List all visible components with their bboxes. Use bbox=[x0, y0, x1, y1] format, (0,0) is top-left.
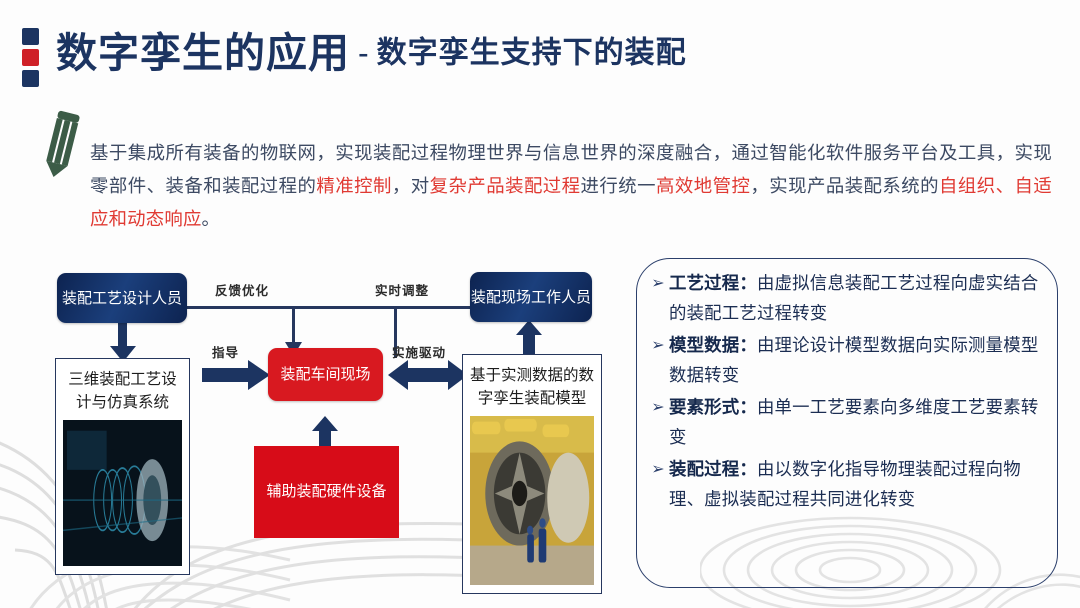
arrowhead-staff-to-system bbox=[110, 346, 136, 362]
para-highlight-4: 自组织、自适应和动态响应 bbox=[90, 175, 1052, 230]
list-item-title: 装配过程： bbox=[669, 459, 757, 479]
intro-paragraph: 基于集成所有装备的物联网，实现装配过程物理世界与信息世界的深度融合，通过智能化软… bbox=[90, 136, 1052, 235]
chevron-bullet-icon: ➢ bbox=[651, 399, 665, 416]
list-item[interactable]: ➢ 要素形式：由单一工艺要素向多维度工艺要素转变 bbox=[647, 393, 1039, 452]
connector-realtime-vertical bbox=[292, 306, 295, 346]
pencil-icon bbox=[42, 108, 82, 178]
page-title: 数字孪生的应用-数字孪生支持下的装配 bbox=[56, 33, 687, 74]
chevron-bullet-icon: ➢ bbox=[651, 275, 665, 292]
list-item-title: 模型数据： bbox=[669, 335, 757, 355]
node-twin-model-label: 基于实测数据的数字孪生装配模型 bbox=[469, 367, 594, 407]
page-title-dash: - bbox=[358, 35, 369, 71]
connector-feedback-vertical bbox=[394, 306, 397, 358]
connector-staff-to-system bbox=[118, 322, 127, 350]
node-workshop[interactable]: 装配车间现场 bbox=[268, 348, 383, 401]
title-mark-navy-top bbox=[22, 28, 39, 45]
assembly-flow-diagram: 反馈优化 实时调整 指导 实施驱动 装配工艺设计人员 bbox=[0, 250, 640, 605]
label-feedback: 反馈优化 bbox=[215, 284, 270, 298]
chevron-bullet-icon: ➢ bbox=[651, 337, 665, 354]
list-item-text: 装配过程：由以数字化指导物理装配过程向物理、虚拟装配过程共同进化转变 bbox=[669, 455, 1039, 514]
node-hardware[interactable]: 辅助装配硬件设备 bbox=[254, 446, 399, 538]
chevron-bullet-icon: ➢ bbox=[651, 461, 665, 478]
list-item-body: 由单一工艺要素向多维度工艺要素转变 bbox=[669, 397, 1039, 447]
arrow-model-to-staff bbox=[516, 320, 542, 354]
list-item[interactable]: ➢ 模型数据：由理论设计模型数据向实际测量模型数据转变 bbox=[647, 331, 1039, 390]
arrow-drive-bidirectional bbox=[388, 360, 468, 390]
title-mark-red bbox=[22, 49, 39, 66]
list-item-body: 由理论设计模型数据向实际测量模型数据转变 bbox=[669, 335, 1039, 385]
list-item-text: 模型数据：由理论设计模型数据向实际测量模型数据转变 bbox=[669, 331, 1039, 390]
list-item-title: 要素形式： bbox=[669, 397, 757, 417]
page-title-sub: 数字孪生支持下的装配 bbox=[376, 36, 687, 70]
para-highlight-1: 精准控制 bbox=[316, 175, 392, 197]
node-design-staff-label: 装配工艺设计人员 bbox=[61, 289, 182, 307]
list-item[interactable]: ➢ 装配过程：由以数字化指导物理装配过程向物理、虚拟装配过程共同进化转变 bbox=[647, 455, 1039, 514]
node-sim-system-label: 三维装配工艺设计与仿真系统 bbox=[68, 371, 177, 411]
digital-twin-engine-image bbox=[56, 414, 189, 574]
label-realtime: 实时调整 bbox=[375, 284, 430, 298]
key-points-list: ➢ 工艺过程：由虚拟信息装配工艺过程向虚实结合的装配工艺过程转变 ➢ 模型数据：… bbox=[647, 269, 1039, 514]
list-item[interactable]: ➢ 工艺过程：由虚拟信息装配工艺过程向虚实结合的装配工艺过程转变 bbox=[647, 269, 1039, 328]
node-field-staff[interactable]: 装配现场工作人员 bbox=[470, 272, 592, 322]
connector-feedback-horizontal bbox=[135, 306, 397, 309]
para-seg-4: ，实现产品装配系统的 bbox=[750, 175, 940, 197]
connector-realtime-horizontal bbox=[292, 306, 477, 309]
node-design-staff[interactable]: 装配工艺设计人员 bbox=[57, 273, 187, 323]
list-item-text: 工艺过程：由虚拟信息装配工艺过程向虚实结合的装配工艺过程转变 bbox=[669, 269, 1039, 328]
para-highlight-3: 高效地管控 bbox=[656, 175, 751, 197]
jet-engine-assembly-photo bbox=[463, 410, 601, 593]
arrow-hardware-to-workshop bbox=[312, 416, 338, 450]
node-twin-model[interactable]: 基于实测数据的数字孪生装配模型 bbox=[462, 354, 602, 594]
label-drive: 实施驱动 bbox=[392, 346, 447, 360]
para-seg-1: 基于集成所有装备的物联网，实现装配过程物理世界与信息世界的深度融合，通过智能化软… bbox=[90, 142, 1052, 197]
label-guide: 指导 bbox=[212, 346, 240, 360]
title-mark-navy-bottom bbox=[22, 70, 39, 87]
list-item-body: 由以数字化指导物理装配过程向物理、虚拟装配过程共同进化转变 bbox=[669, 459, 1021, 509]
para-seg-5: 。 bbox=[201, 208, 221, 230]
list-item-body: 由虚拟信息装配工艺过程向虚实结合的装配工艺过程转变 bbox=[669, 273, 1039, 323]
title-decoration-squares bbox=[22, 28, 39, 91]
list-item-text: 要素形式：由单一工艺要素向多维度工艺要素转变 bbox=[669, 393, 1039, 452]
node-sim-system[interactable]: 三维装配工艺设计与仿真系统 bbox=[55, 358, 190, 575]
para-highlight-2: 复杂产品装配过程 bbox=[429, 175, 581, 197]
key-points-panel: ➢ 工艺过程：由虚拟信息装配工艺过程向虚实结合的装配工艺过程转变 ➢ 模型数据：… bbox=[636, 258, 1058, 588]
node-field-staff-label: 装配现场工作人员 bbox=[470, 288, 591, 306]
para-seg-3: 进行统一 bbox=[580, 175, 657, 197]
node-hardware-label: 辅助装配硬件设备 bbox=[266, 483, 387, 500]
arrow-guide bbox=[202, 360, 270, 390]
list-item-title: 工艺过程： bbox=[669, 273, 757, 293]
page-title-main: 数字孪生的应用 bbox=[56, 30, 350, 76]
node-workshop-label: 装配车间现场 bbox=[280, 366, 371, 383]
para-seg-2: ，对 bbox=[391, 175, 430, 197]
